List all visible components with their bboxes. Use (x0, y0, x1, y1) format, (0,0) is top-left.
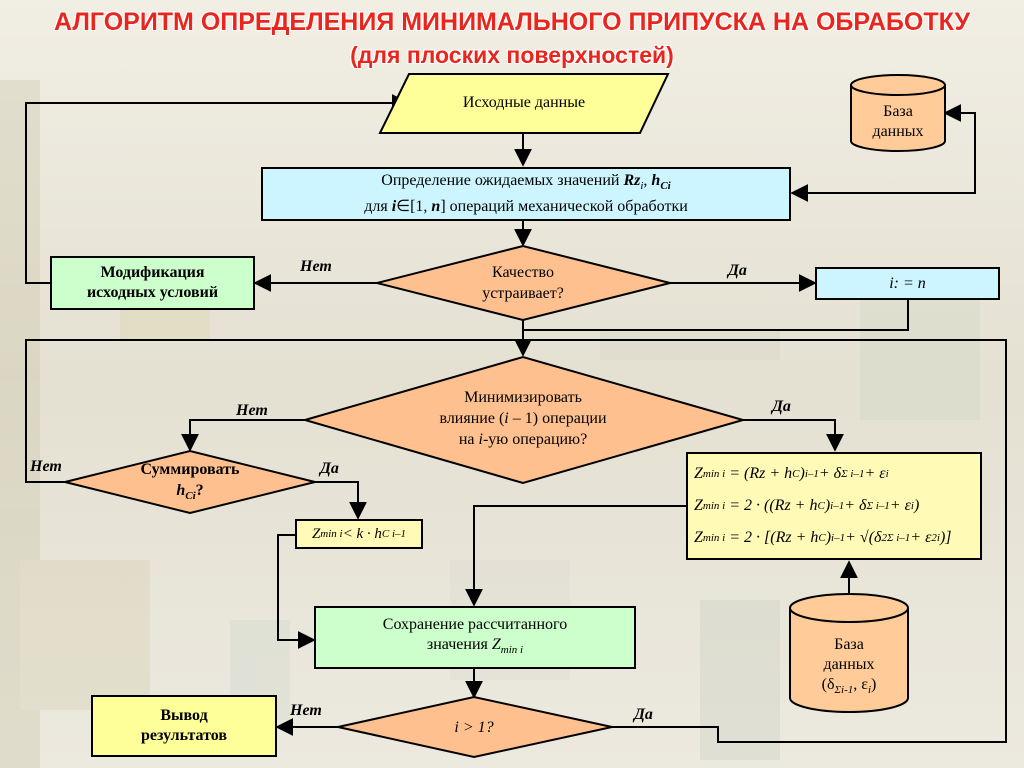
output-line1: Вывод (160, 707, 208, 724)
modification-box: Модификация исходных условий (50, 256, 255, 310)
database-top-cylinder (850, 74, 946, 152)
sum-decision-shape (64, 449, 316, 515)
expected-values-line2: для i∈[1, n] операций механической обраб… (364, 197, 688, 215)
quality-no-label: Нет (300, 258, 332, 275)
output-node: Вывод результатов (92, 700, 276, 752)
expected-values-line1: Определение ожидаемых значений Rzi, hCi (381, 172, 671, 193)
input-data-label: Исходные данные (462, 94, 586, 111)
database-bottom-line2: данных (823, 656, 875, 674)
i-yes-label: Да (634, 706, 653, 723)
database-bottom-line1: База (834, 636, 864, 654)
input-data-node: Исходные данные (410, 88, 638, 118)
minimize-line2: влияние (i – 1) операции (439, 409, 607, 427)
minimize-decision: Минимизировать влияние (i – 1) операции … (380, 385, 666, 451)
quality-line1: Качество (491, 264, 554, 281)
quality-decision: Качество устраивает? (430, 258, 616, 308)
database-bottom-cylinder (789, 593, 909, 713)
quality-line2: устраивает? (482, 285, 564, 302)
minimize-no-label: Нет (236, 402, 268, 419)
input-data-shape (378, 73, 670, 134)
minimize-line3: на i-ую операцию? (458, 430, 588, 448)
database-top-line2: данных (872, 123, 924, 140)
save-line2: значения Zmin i (426, 635, 524, 657)
output-document-shape (91, 695, 277, 757)
sum-decision: Суммировать hCi? (110, 460, 270, 504)
modification-line2: исходных условий (86, 284, 219, 301)
output-line2: результатов (140, 727, 228, 744)
sum-no-label: Нет (30, 458, 62, 475)
save-box: Сохранение рассчитанного значения Zmin i (314, 606, 636, 669)
database-top-node: База данных (851, 100, 945, 144)
assign-box: i: = n (815, 267, 1000, 300)
minimize-decision-shape (301, 355, 747, 485)
database-bottom-line3: (δΣi-1, εi) (821, 676, 877, 697)
save-line1: Сохранение рассчитанного (382, 615, 568, 633)
i-gt-1-decision-shape (337, 695, 613, 759)
modification-line1: Модификация (100, 264, 205, 281)
i-no-label: Нет (290, 702, 322, 719)
minimize-yes-label: Да (772, 398, 791, 415)
database-top-line1: База (883, 103, 913, 120)
page-subtitle: (для плоских поверхностей) (350, 42, 674, 68)
expected-values-box: Определение ожидаемых значений Rzi, hCi … (261, 167, 791, 221)
i-gt-1-label: i > 1? (454, 718, 494, 736)
database-bottom-node: База данных (δΣi-1, εi) (790, 632, 908, 704)
assign-label: i: = n (889, 274, 926, 292)
i-gt-1-decision: i > 1? (420, 715, 528, 739)
quality-decision-shape (376, 244, 671, 322)
sum-line2: hCi? (176, 481, 204, 503)
page-title: АЛГОРИТМ ОПРЕДЕЛЕНИЯ МИНИМАЛЬНОГО ПРИПУС… (53, 8, 971, 36)
sum-line1: Суммировать (140, 460, 240, 478)
quality-yes-label: Да (728, 262, 747, 279)
minimize-line1: Минимизировать (464, 388, 582, 406)
sum-yes-label: Да (320, 460, 339, 477)
